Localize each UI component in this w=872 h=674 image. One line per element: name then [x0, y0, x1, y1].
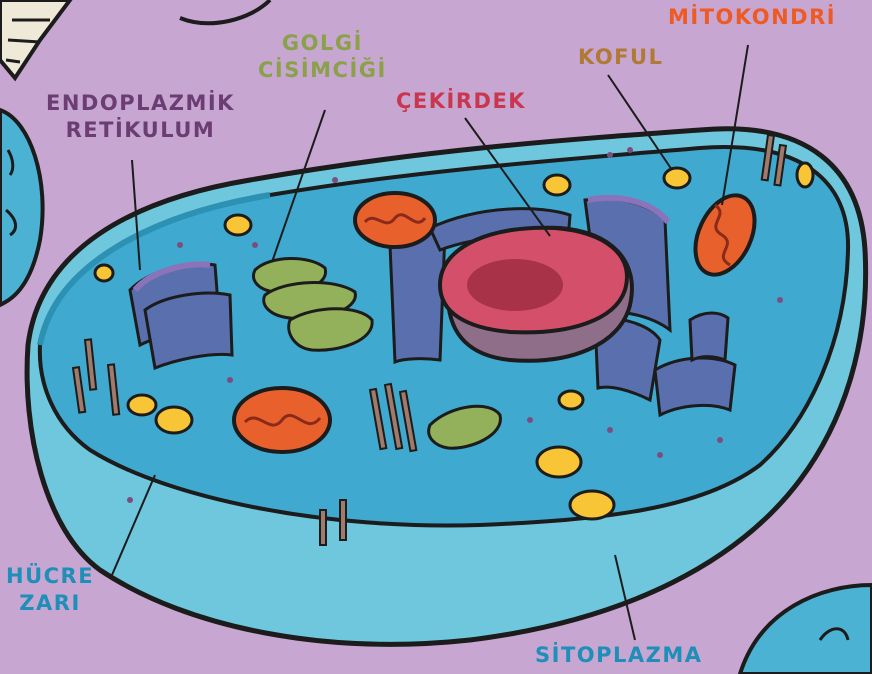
neighbor-cell-bottom-right [740, 585, 872, 674]
label-line: MİTOKONDRİ [668, 4, 836, 31]
skeleton-fragment [0, 0, 270, 78]
label-line: RETİKULUM [46, 117, 235, 144]
label-line: ÇEKİRDEK [396, 88, 526, 115]
label-line: CİSİMCİĞİ [258, 57, 387, 84]
label-hucre-zari: HÜCRE ZARI [6, 563, 94, 617]
label-line: GOLGİ [258, 30, 387, 57]
label-cekirdek: ÇEKİRDEK [396, 88, 526, 115]
label-golgi-cisimcigi: GOLGİ CİSİMCİĞİ [258, 30, 387, 84]
label-line: ENDOPLAZMİK [46, 90, 235, 117]
label-line: HÜCRE [6, 563, 94, 590]
label-endoplazmik-retikulum: ENDOPLAZMİK RETİKULUM [46, 90, 235, 144]
label-koful: KOFUL [578, 44, 663, 71]
label-line: ZARI [6, 590, 94, 617]
label-sitoplazma: SİTOPLAZMA [535, 642, 703, 669]
label-line: KOFUL [578, 44, 663, 71]
nucleus [440, 228, 632, 361]
neighbor-cell-left [0, 110, 43, 305]
label-mitokondri: MİTOKONDRİ [668, 4, 836, 31]
label-line: SİTOPLAZMA [535, 642, 703, 669]
